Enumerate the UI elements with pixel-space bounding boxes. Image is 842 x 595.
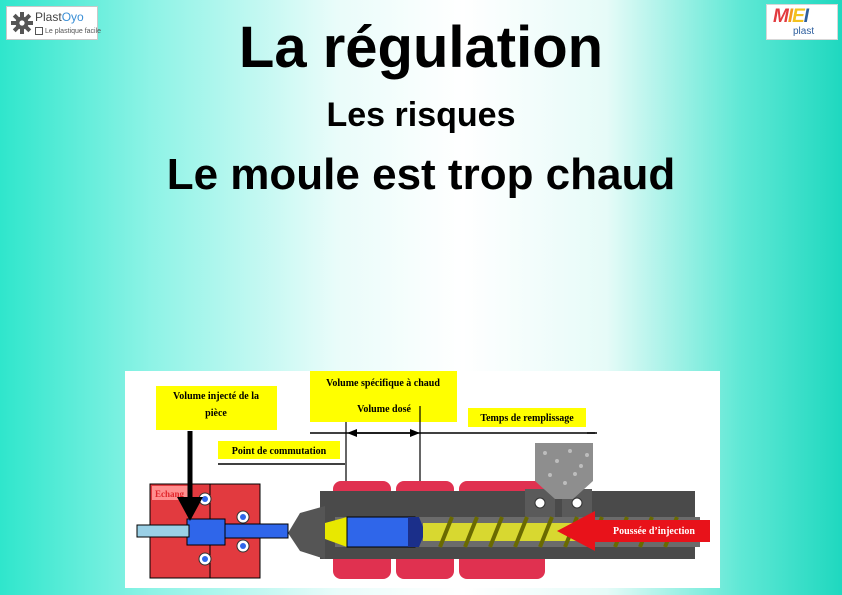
melt-zone [325, 517, 347, 547]
dose-arrow-right [410, 429, 420, 437]
volume-injecte-arrow-head [177, 497, 203, 521]
echange-label-box [152, 486, 192, 500]
brand-name: PlastOyo [35, 10, 84, 24]
label-volume-injecte-2: pièce [205, 408, 227, 419]
label-volume-injecte-1: Volume injecté de la [173, 391, 259, 402]
dose-volume [346, 516, 416, 548]
label-temps-remplissage: Temps de remplissage [480, 413, 574, 424]
moulded-part [186, 518, 226, 546]
dose-arrow-left [347, 429, 357, 437]
hopper-bolt-left [534, 497, 546, 509]
logo-subtext: plast [793, 26, 815, 37]
nozzle [288, 506, 325, 559]
miei-plast-logo: MIEI plast [766, 4, 838, 40]
label-volume-dose: Volume dosé [357, 404, 411, 415]
injection-diagram: Volume injecté de la pièce Volume spécif… [125, 371, 720, 588]
page-title: La régulation [238, 15, 604, 80]
injection-diagram-svg: Volume injecté de la pièce Volume spécif… [136, 371, 710, 579]
page-heading: Le moule est trop chaud [166, 150, 676, 199]
sprue-channel [224, 523, 289, 539]
label-volume-specifique: Volume spécifique à chaud [326, 378, 440, 389]
label-poussee: Poussée d’injection [613, 526, 695, 537]
hopper-bolt-right [571, 497, 583, 509]
hopper [535, 443, 593, 499]
cooling-pipe [136, 524, 190, 538]
page-subtitle: Les risques [326, 96, 516, 134]
label-box-volume-injecte [156, 386, 277, 430]
plastoyo-logo: PlastOyo Le plastique facile [6, 6, 101, 40]
hopper-granules [543, 449, 589, 485]
gear-icon [11, 12, 33, 34]
push-arrow [557, 511, 710, 551]
brand-tagline: Le plastique facile [35, 27, 101, 35]
label-box-temps-remplissage [468, 408, 586, 427]
label-point-commutation: Point de commutation [232, 446, 327, 457]
label-box-point-commutation [218, 441, 340, 459]
label-echange: Echang [155, 489, 185, 499]
label-box-volume-specifique [310, 371, 457, 422]
logo-mark: MIEI [773, 6, 809, 27]
screw-tip [408, 517, 425, 547]
checkbox-icon [35, 27, 43, 35]
